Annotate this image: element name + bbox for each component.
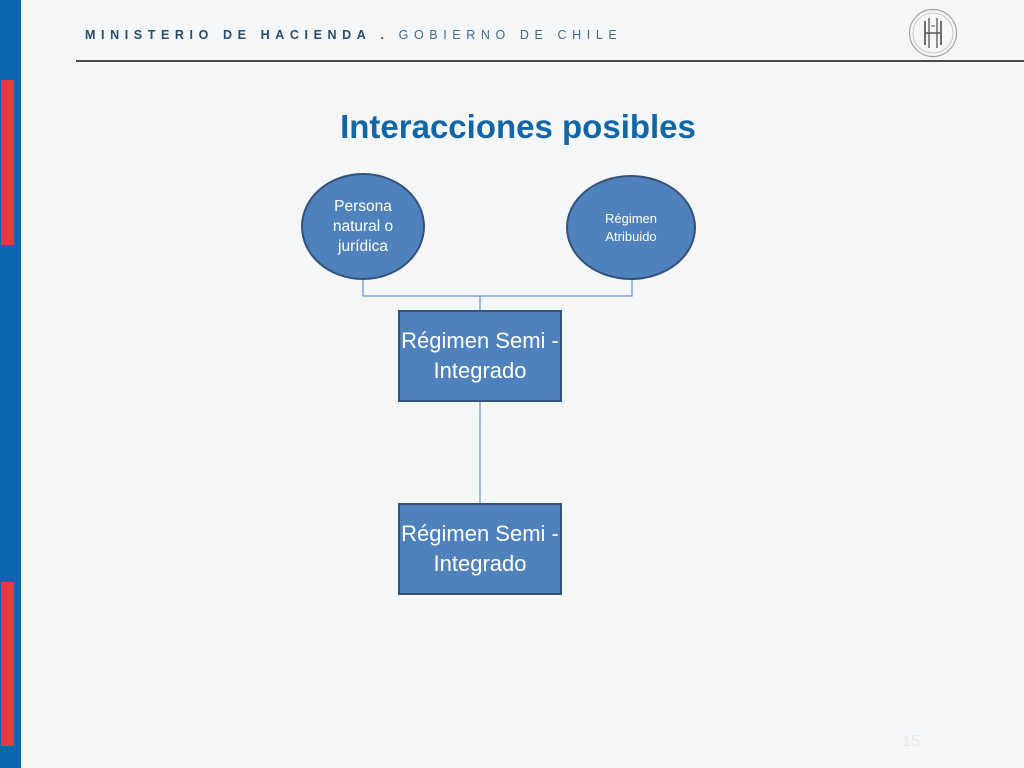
ministerio-hacienda-logo-icon — [908, 8, 958, 58]
left-accent-top — [1, 80, 14, 245]
node-middle-label: Régimen Semi - Integrado — [401, 328, 559, 383]
connector-persona — [362, 280, 480, 297]
header-government: GOBIERNO DE CHILE — [398, 28, 623, 42]
node-regimen-semi-integrado-middle: Régimen Semi - Integrado — [398, 310, 562, 402]
page-number: 15 — [902, 733, 920, 750]
node-regimen-atribuido-label: Régimen Atribuido — [604, 210, 658, 244]
header-ministry: MINISTERIO DE HACIENDA — [85, 28, 372, 42]
header-divider — [76, 60, 1024, 62]
node-regimen-atribuido: Régimen Atribuido — [566, 175, 696, 280]
header-separator: . — [380, 28, 390, 42]
header-title: MINISTERIO DE HACIENDA . GOBIERNO DE CHI… — [85, 28, 622, 42]
node-regimen-semi-integrado-bottom: Régimen Semi - Integrado — [398, 503, 562, 595]
node-persona-natural: Persona natural o jurídica — [301, 173, 425, 280]
node-bottom-label: Régimen Semi - Integrado — [401, 521, 559, 576]
node-persona-natural-label: Persona natural o jurídica — [332, 197, 394, 255]
left-accent-bottom — [1, 582, 14, 746]
connector-atribuido — [480, 280, 633, 297]
slide-title: Interacciones posibles — [340, 108, 696, 145]
